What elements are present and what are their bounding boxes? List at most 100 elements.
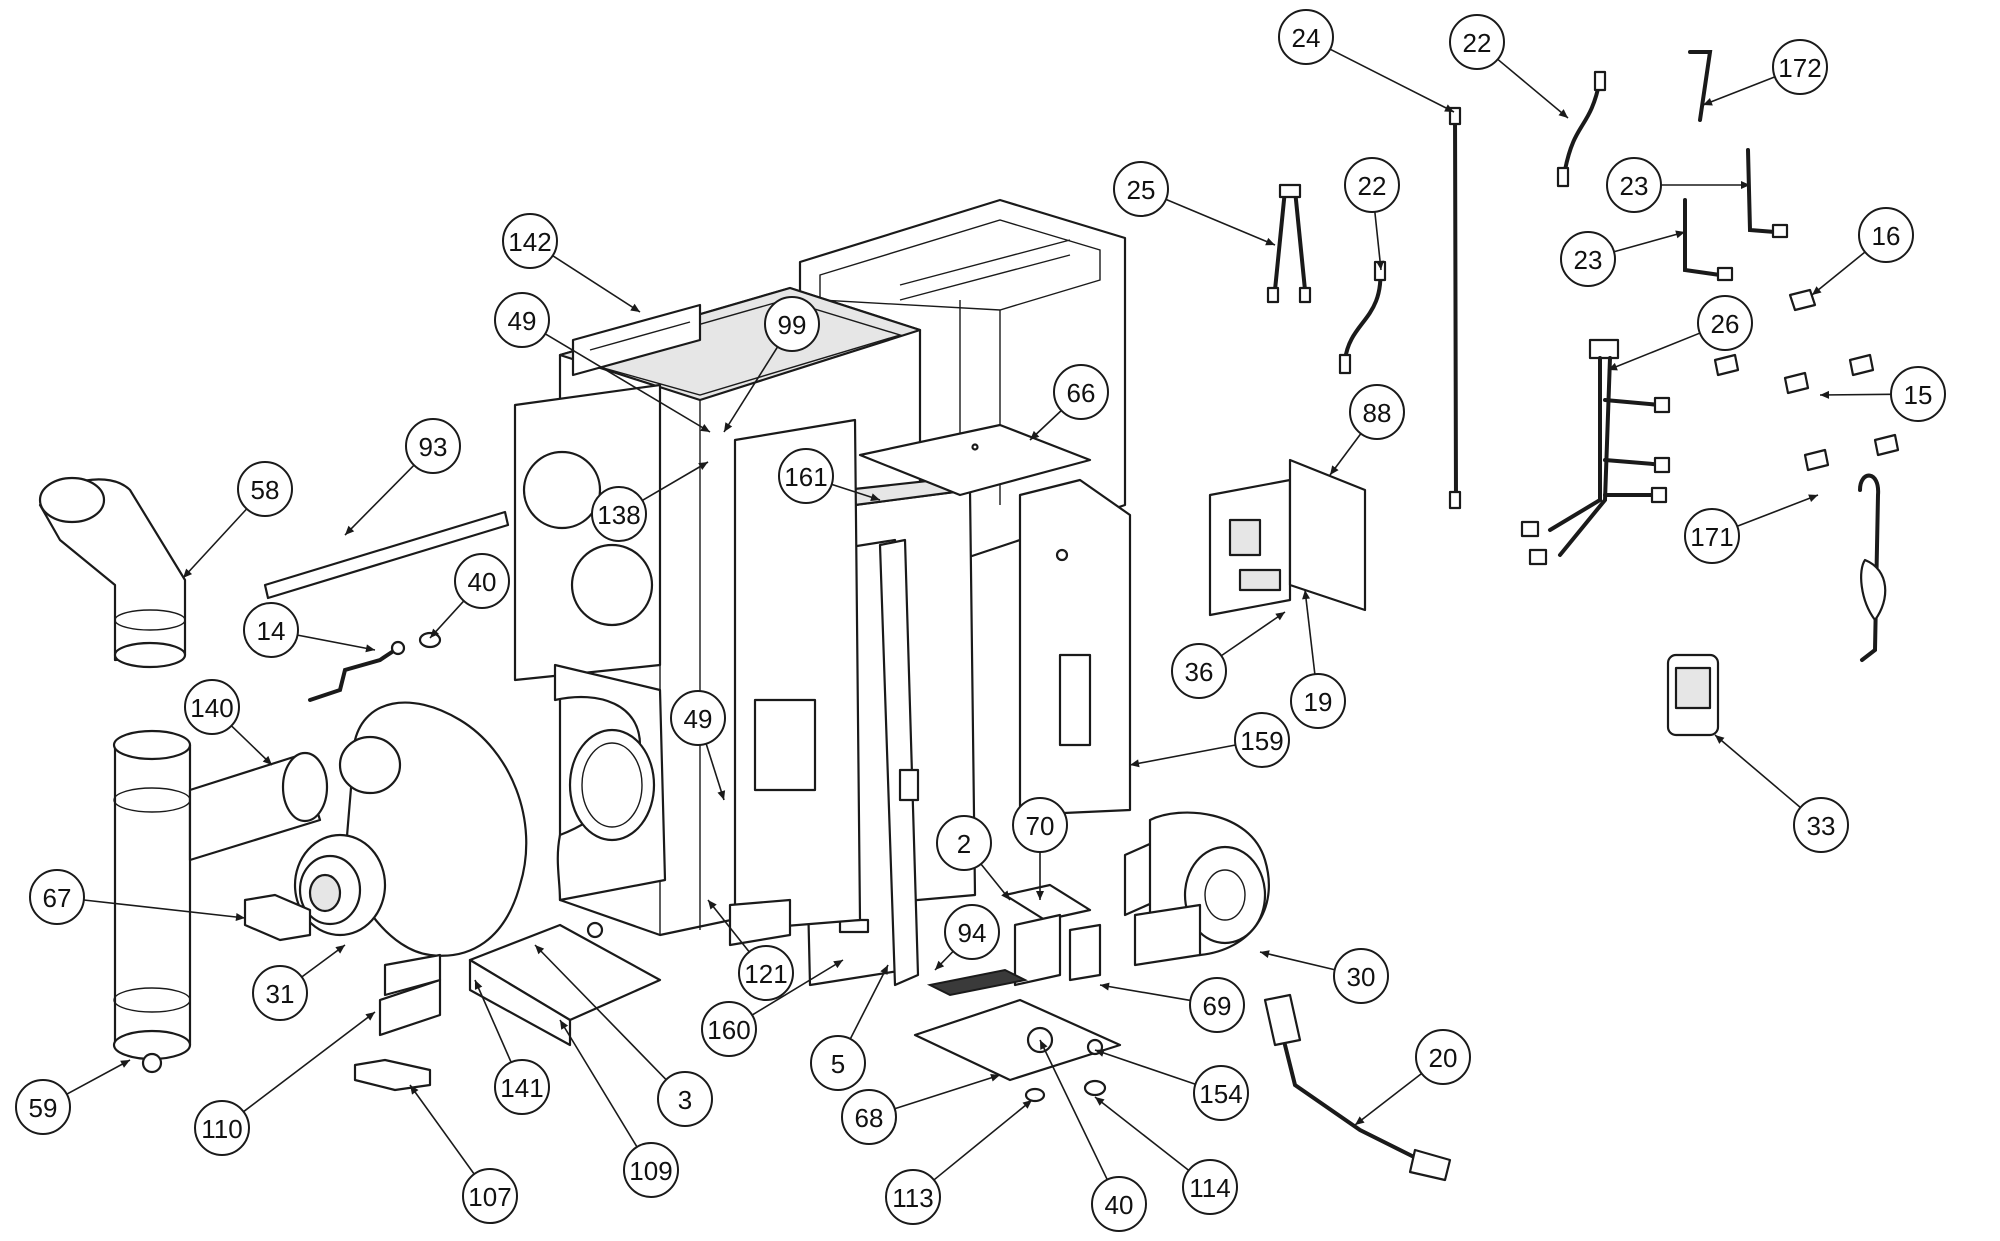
callout-15: 15 — [1890, 366, 1946, 422]
callout-30: 30 — [1333, 948, 1389, 1004]
callout-49: 49 — [670, 690, 726, 746]
callout-label: 109 — [629, 1156, 672, 1186]
callout-121: 121 — [738, 945, 794, 1001]
callout-label: 93 — [419, 432, 448, 462]
callout-circle — [1560, 231, 1616, 287]
callout-circle — [764, 296, 820, 352]
callout-69: 69 — [1189, 977, 1245, 1033]
leader-line-22 — [1497, 58, 1569, 119]
callout-circle — [1333, 948, 1389, 1004]
top-cover-plate — [858, 423, 1092, 497]
callout-circle — [1772, 39, 1828, 95]
callout-49: 49 — [494, 292, 550, 348]
callout-5: 5 — [810, 1035, 866, 1091]
callout-label: 69 — [1203, 991, 1232, 1021]
callout-label: 33 — [1807, 811, 1836, 841]
callout-109: 109 — [623, 1142, 679, 1198]
callout-circle — [494, 1059, 550, 1115]
leader-arrowhead-25 — [1265, 237, 1275, 246]
callout-59: 59 — [15, 1079, 71, 1135]
callout-label: 94 — [958, 918, 987, 948]
leader-line-20 — [1354, 1072, 1423, 1126]
callout-circle — [405, 418, 461, 474]
callout-circle — [1344, 157, 1400, 213]
callout-label: 161 — [784, 462, 827, 492]
callout-68: 68 — [841, 1089, 897, 1145]
leader-line-171 — [1736, 494, 1819, 528]
leader-line-58 — [182, 508, 248, 579]
wire-23 — [1683, 148, 1789, 282]
callout-label: 88 — [1363, 398, 1392, 428]
callout-142: 142 — [502, 213, 558, 269]
leader-line-93 — [344, 464, 415, 536]
callout-66: 66 — [1053, 364, 1109, 420]
leader-lines — [66, 48, 1892, 1181]
leader-line-114 — [1094, 1096, 1190, 1171]
callout-label: 49 — [508, 306, 537, 336]
callout-label: 14 — [257, 616, 286, 646]
leader-line-110 — [243, 1011, 376, 1113]
sensor-171 — [1858, 473, 1887, 662]
callout-label: 36 — [1185, 657, 1214, 687]
leader-line-69 — [1099, 984, 1191, 1002]
callout-circle — [591, 486, 647, 542]
leader-arrowhead-40 — [430, 628, 440, 638]
leader-arrowhead-19 — [1302, 590, 1311, 600]
callout-circle — [1053, 364, 1109, 420]
callout-circle — [194, 1100, 250, 1156]
leader-arrowhead-109 — [560, 1020, 569, 1030]
leader-arrowhead-3 — [535, 945, 545, 955]
leader-arrowhead-140 — [262, 755, 272, 765]
callout-label: 31 — [266, 979, 295, 1009]
callout-circle — [1858, 207, 1914, 263]
callout-172: 172 — [1772, 39, 1828, 95]
callout-label: 16 — [1872, 221, 1901, 251]
control-board — [1208, 458, 1367, 617]
callout-label: 25 — [1127, 175, 1156, 205]
callout-circle — [243, 602, 299, 658]
callout-67: 67 — [29, 869, 85, 925]
leader-line-26 — [1607, 332, 1701, 371]
leader-line-107 — [409, 1084, 475, 1175]
leader-line-14 — [297, 634, 376, 651]
callout-label: 159 — [1240, 726, 1283, 756]
callout-23: 23 — [1606, 157, 1662, 213]
leader-line-68 — [894, 1074, 1001, 1110]
leader-arrowhead-24 — [1444, 104, 1454, 112]
wire-22-mid — [1338, 260, 1387, 375]
callout-label: 114 — [1189, 1173, 1230, 1203]
callout-circle — [701, 1001, 757, 1057]
callout-label: 22 — [1463, 28, 1492, 58]
callout-label: 40 — [468, 567, 497, 597]
leader-line-140 — [230, 725, 273, 766]
callout-label: 141 — [500, 1073, 543, 1103]
callout-label: 140 — [190, 693, 233, 723]
leader-arrowhead-33 — [1715, 735, 1725, 744]
callout-3: 3 — [657, 1071, 713, 1127]
wire-25 — [1266, 183, 1312, 304]
callout-label: 30 — [1347, 962, 1376, 992]
wiring-harness — [1520, 338, 1671, 566]
callout-label: 40 — [1105, 1190, 1134, 1220]
bracket-left — [243, 893, 312, 942]
callout-label: 22 — [1358, 171, 1387, 201]
callout-circle — [623, 1142, 679, 1198]
leader-arrowhead-2 — [1001, 890, 1010, 900]
leader-arrowhead-110 — [365, 1012, 375, 1021]
leader-arrowhead-23 — [1741, 181, 1750, 189]
leader-arrowhead-15 — [1820, 390, 1830, 399]
leader-arrowhead-88 — [1330, 465, 1339, 475]
callout-circle — [1793, 797, 1849, 853]
leader-line-49 — [705, 743, 725, 801]
leader-arrowhead-160 — [833, 960, 843, 969]
callout-114: 114 — [1182, 1159, 1238, 1215]
leader-arrowhead-49 — [717, 790, 726, 800]
callout-99: 99 — [764, 296, 820, 352]
leader-arrowhead-93 — [345, 525, 355, 535]
callout-circle — [936, 815, 992, 871]
leader-arrowhead-142 — [630, 303, 640, 312]
wire-24 — [1448, 106, 1462, 510]
flue-elbow-pipe — [38, 476, 187, 669]
callout-label: 5 — [831, 1049, 845, 1079]
callout-26: 26 — [1697, 295, 1753, 351]
